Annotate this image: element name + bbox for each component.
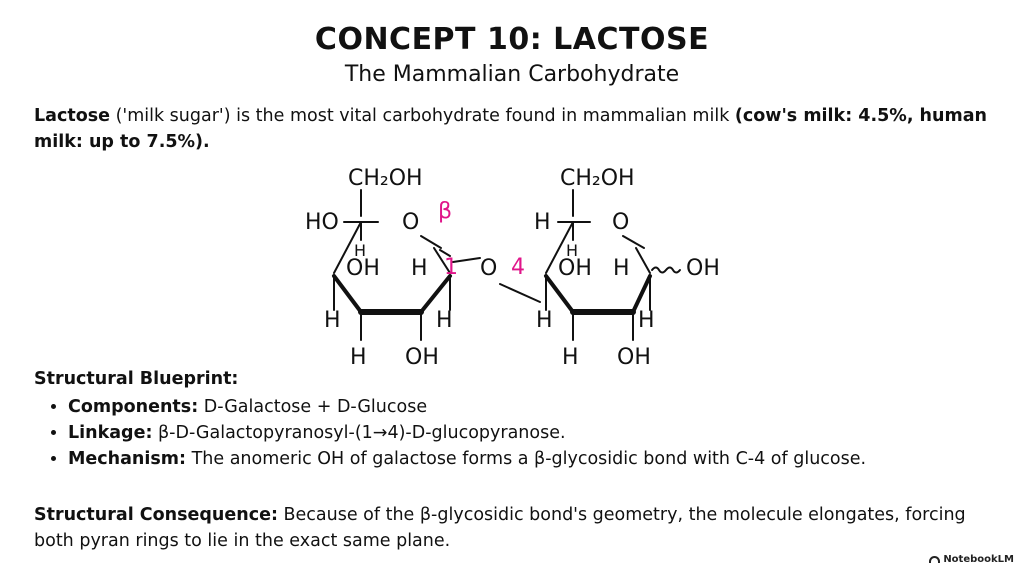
- intro-paragraph: Lactose ('milk sugar') is the most vital…: [34, 103, 994, 155]
- right-h-bottom-right: H: [638, 308, 655, 333]
- right-anomeric-oh: OH: [686, 256, 720, 281]
- consequence-paragraph: Structural Consequence: Because of the β…: [34, 502, 999, 554]
- consequence-label: Structural Consequence:: [34, 505, 278, 525]
- left-h-bottom-right: H: [436, 308, 453, 333]
- page-title: CONCEPT 10: LACTOSE: [314, 22, 710, 57]
- right-h-upper: H: [566, 241, 578, 260]
- left-ring-oxygen: O: [402, 210, 419, 235]
- right-h-mid: H: [613, 256, 630, 281]
- page-subtitle: The Mammalian Carbohydrate: [344, 62, 680, 87]
- left-h-upper: H: [354, 241, 366, 260]
- brand-name: NotebookLM: [943, 554, 1014, 565]
- list-item: Components: D-Galactose + D-Glucose: [68, 394, 866, 420]
- left-h-low: H: [350, 345, 367, 370]
- left-oh-mid: OH: [346, 256, 380, 281]
- lactose-structure-diagram: CH₂OH HO O H OH H H H H OH O CH₂OH H O H…: [305, 166, 720, 370]
- notebooklm-logo-icon: [929, 556, 941, 563]
- position-1-label: 1: [444, 255, 458, 280]
- blueprint-heading: Structural Blueprint:: [34, 369, 239, 389]
- right-oh-mid: OH: [558, 256, 592, 281]
- left-ho-label: HO: [305, 210, 339, 235]
- right-h-top: H: [534, 210, 551, 235]
- right-h-bottom-left: H: [536, 308, 553, 333]
- list-item-label: Linkage:: [68, 423, 153, 443]
- consequence-text: Because of the β-glycosidic bond's geome…: [34, 505, 966, 551]
- right-h-low: H: [562, 345, 579, 370]
- right-oh-low: OH: [617, 345, 651, 370]
- bridge-oxygen: O: [480, 256, 497, 281]
- position-4-label: 4: [511, 255, 525, 280]
- list-item-text: β-D-Galactopyranosyl-(1→4)-D-glucopyrano…: [152, 423, 566, 443]
- beta-label: β: [438, 199, 452, 224]
- blueprint-list: Components: D-Galactose + D-Glucose Link…: [34, 394, 866, 472]
- right-ch2oh-label: CH₂OH: [560, 166, 635, 191]
- brand-watermark: NotebookLM: [929, 554, 1014, 565]
- intro-term: Lactose: [34, 106, 111, 126]
- intro-text: ('milk sugar') is the most vital carbohy…: [110, 106, 735, 126]
- list-item: Linkage: β-D-Galactopyranosyl-(1→4)-D-gl…: [68, 420, 866, 446]
- list-item-label: Components:: [68, 397, 199, 417]
- list-item-text: The anomeric OH of galactose forms a β-g…: [186, 449, 867, 469]
- intro-milk-values: (cow's milk: 4.5%, human milk: up to 7.5…: [34, 106, 987, 152]
- list-item: Mechanism: The anomeric OH of galactose …: [68, 446, 866, 472]
- left-oh-low: OH: [405, 345, 439, 370]
- left-h-mid: H: [411, 256, 428, 281]
- left-h-bottom-left: H: [324, 308, 341, 333]
- list-item-text: D-Galactose + D-Glucose: [198, 397, 428, 417]
- right-ring-oxygen: O: [612, 210, 629, 235]
- left-ch2oh-label: CH₂OH: [348, 166, 423, 191]
- list-item-label: Mechanism:: [68, 449, 187, 469]
